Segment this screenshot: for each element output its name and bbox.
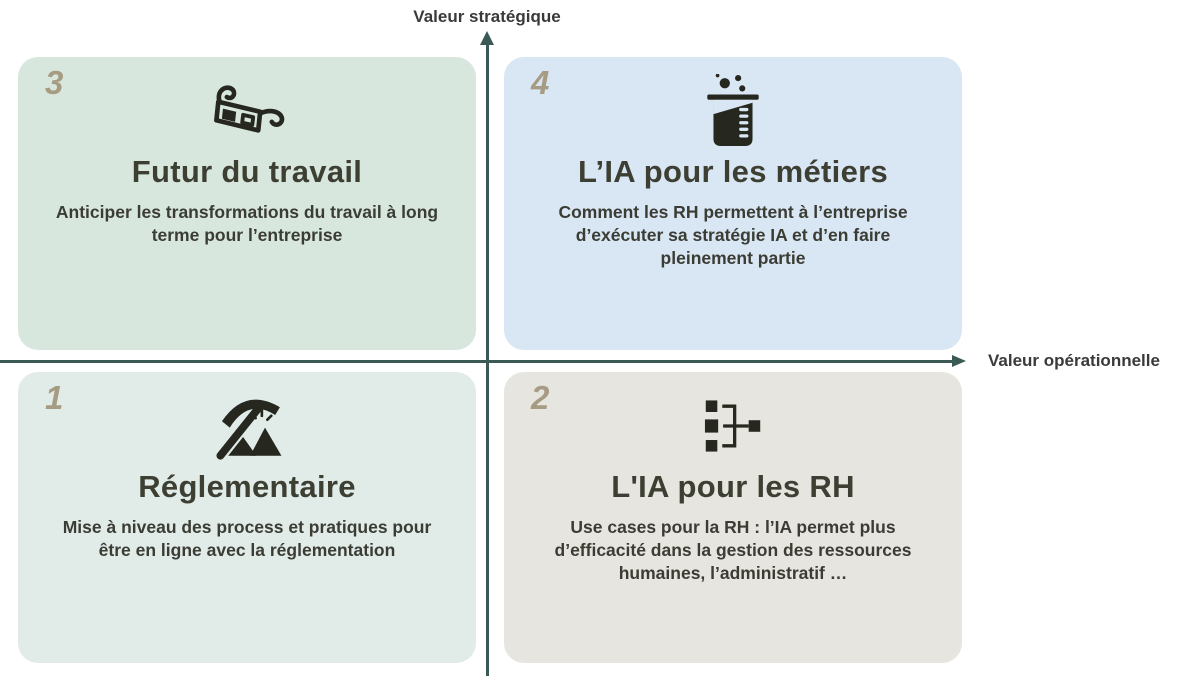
- quadrant-number: 3: [45, 64, 64, 101]
- quadrant-description: Use cases pour la RH : l’IA permet plus …: [554, 517, 912, 584]
- org-chart-icon: [504, 389, 962, 463]
- quadrant-card-reglementaire: 1 Réglementaire Mise à niveau des proces…: [18, 372, 476, 663]
- x-axis-line: [0, 360, 954, 363]
- pickaxe-icon: [18, 389, 476, 463]
- quadrant-description: Mise à niveau des process et pratiques p…: [62, 517, 432, 561]
- quadrant-card-ia-pour-les-rh: 2 L'IA pour les RH Use cases pour la RH …: [504, 372, 962, 663]
- x-axis-label: Valeur opérationnelle: [988, 351, 1160, 370]
- quadrant-card-futur-du-travail: 3 Futur du travail Anticiper les transfo…: [18, 57, 476, 350]
- y-axis-arrow-icon: [480, 31, 494, 45]
- quadrant-description: Comment les RH permettent à l’entreprise…: [558, 202, 908, 269]
- beaker-icon: [504, 74, 962, 148]
- y-axis-label: Valeur stratégique: [413, 7, 561, 26]
- quadrant-title: Futur du travail: [131, 154, 363, 189]
- quadrant-title: L’IA pour les métiers: [577, 154, 889, 189]
- quadrant-description: Anticiper les transformations du travail…: [55, 202, 439, 246]
- x-axis-arrow-icon: [952, 355, 966, 367]
- quadrant-number: 4: [531, 64, 550, 101]
- quadrant-title: Réglementaire: [138, 469, 356, 504]
- quadrant-number: 2: [531, 379, 550, 416]
- 3d-glasses-icon: [18, 74, 476, 148]
- quadrant-card-ia-pour-les-metiers: 4 L’IA pour les métiers Comment: [504, 57, 962, 350]
- quadrant-title: L'IA pour les RH: [611, 469, 855, 504]
- quadrant-number: 1: [45, 379, 64, 416]
